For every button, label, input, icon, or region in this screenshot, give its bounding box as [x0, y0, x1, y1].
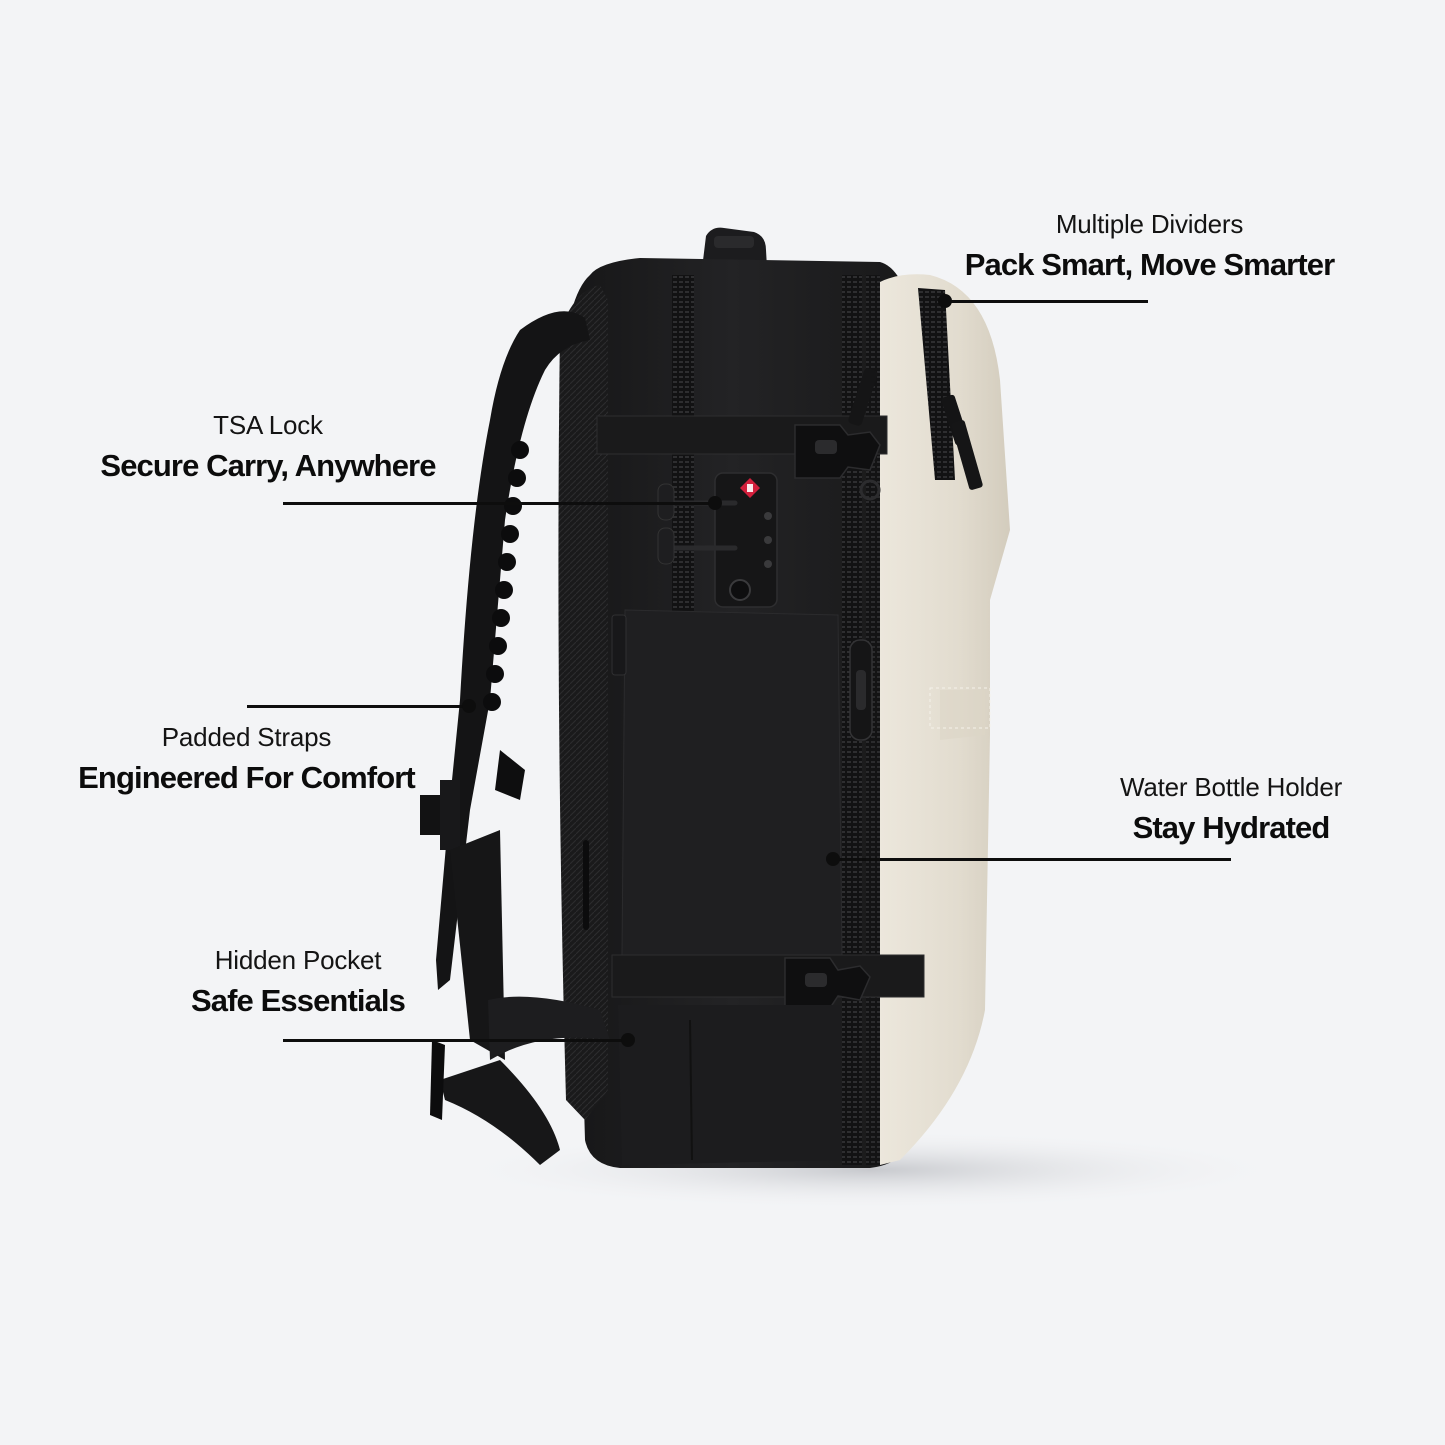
leader-dot-multiple-dividers	[938, 294, 952, 308]
leader-line-hidden-pocket	[283, 1039, 628, 1042]
leader-line-multiple-dividers	[945, 300, 1148, 303]
callout-water-bottle-holder: Water Bottle Holder Stay Hydrated	[1100, 772, 1362, 848]
leader-dot-tsa-lock	[708, 496, 722, 510]
leader-dot-hidden-pocket	[621, 1033, 635, 1047]
leader-dot-water-bottle-holder	[826, 852, 840, 866]
callout-headline: Pack Smart, Move Smarter	[964, 247, 1335, 282]
leader-line-tsa-lock	[283, 502, 715, 505]
callout-headline: Stay Hydrated	[1132, 810, 1331, 845]
leader-dot-padded-straps	[462, 699, 476, 713]
callout-label: Hidden Pocket	[214, 945, 382, 975]
callout-hidden-pocket: Hidden Pocket Safe Essentials	[170, 945, 426, 1021]
callout-label: Padded Straps	[161, 722, 332, 752]
leader-line-water-bottle-holder	[833, 858, 1231, 861]
callout-headline: Secure Carry, Anywhere	[100, 448, 436, 483]
callout-headline: Engineered For Comfort	[78, 760, 416, 795]
callout-headline: Safe Essentials	[191, 983, 406, 1018]
callout-label: Water Bottle Holder	[1119, 772, 1343, 802]
leader-line-padded-straps	[247, 705, 469, 708]
callout-tsa-lock: TSA Lock Secure Carry, Anywhere	[70, 410, 466, 486]
callout-label: TSA Lock	[213, 410, 323, 440]
callout-label: Multiple Dividers	[1055, 209, 1244, 239]
callout-multiple-dividers: Multiple Dividers Pack Smart, Move Smart…	[947, 209, 1352, 285]
callout-padded-straps: Padded Straps Engineered For Comfort	[50, 722, 443, 798]
